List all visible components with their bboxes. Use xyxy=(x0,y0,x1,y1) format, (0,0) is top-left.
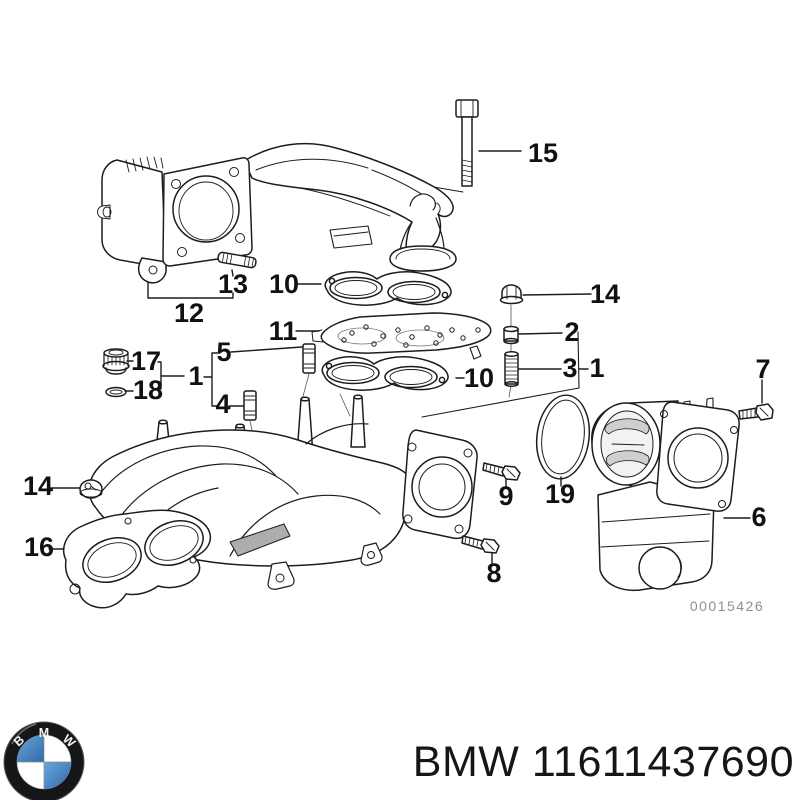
callout-7: 7 xyxy=(755,354,770,384)
oring-19-drawing xyxy=(535,394,591,480)
brand-part-number: BMW 11611437690 xyxy=(412,738,794,786)
callout-4: 4 xyxy=(215,389,230,419)
callout-2: 2 xyxy=(564,317,579,347)
stud-4-drawing xyxy=(243,390,257,421)
stud-13-drawing xyxy=(217,251,257,269)
callout-14-top: 14 xyxy=(590,279,620,309)
callout-10-lower: 10 xyxy=(464,363,494,393)
bmw-logo: B M W xyxy=(0,720,90,803)
callout-11: 11 xyxy=(269,316,298,346)
callout-1-right: 1 xyxy=(589,353,604,383)
callout-17: 17 xyxy=(131,346,161,376)
gasket-10-upper-drawing xyxy=(324,271,452,306)
stud-5-drawing xyxy=(302,343,316,374)
carrier-plate-11-drawing xyxy=(311,312,492,360)
callout-13: 13 xyxy=(218,269,248,299)
callout-9: 9 xyxy=(498,481,513,511)
parts-diagram-canvas: 15 13 12 10 11 17 18 1 5 4 14 2 3 1 10 7… xyxy=(23,99,774,614)
drawing-number: 00015426 xyxy=(690,598,764,614)
bolt-8-drawing xyxy=(461,535,500,554)
callout-15: 15 xyxy=(528,138,558,168)
callout-8: 8 xyxy=(486,558,501,588)
callout-3: 3 xyxy=(562,353,577,383)
oring-18-drawing xyxy=(105,386,127,398)
bolt-9-drawing xyxy=(482,462,521,481)
callout-19: 19 xyxy=(545,479,575,509)
callout-18: 18 xyxy=(133,375,163,405)
callout-10-upper: 10 xyxy=(269,269,299,299)
callout-16: 16 xyxy=(24,532,54,562)
footer: B M W BMW 11611437690 xyxy=(0,718,800,803)
bolt-7-drawing xyxy=(738,403,774,421)
roundel-cross-lines xyxy=(17,735,71,789)
bushing-2-drawing xyxy=(503,325,519,345)
callout-1-left: 1 xyxy=(188,361,203,391)
roundel-quadrant-top-left xyxy=(17,735,44,762)
callout-6: 6 xyxy=(751,502,766,532)
callout-labels: 15 13 12 10 11 17 18 1 5 4 14 2 3 1 10 7… xyxy=(23,138,771,588)
roundel-highlight xyxy=(11,723,37,745)
cap-nut-14-left-drawing xyxy=(79,479,103,499)
bmw-roundel: B M W xyxy=(3,721,85,803)
bolt-15-drawing xyxy=(455,99,479,187)
roundel-quadrant-bottom-right xyxy=(44,762,71,789)
gasket-10-lower-drawing xyxy=(321,356,449,391)
logo-letter-m: M xyxy=(39,726,49,740)
callout-14-left: 14 xyxy=(23,471,53,501)
sleeve-3-drawing xyxy=(504,351,519,387)
callout-5: 5 xyxy=(216,337,231,367)
callout-12: 12 xyxy=(174,298,204,328)
cap-nut-14-top-drawing xyxy=(499,284,524,305)
cap-17-drawing xyxy=(102,348,130,375)
upper-manifold-drawing xyxy=(97,142,457,284)
throttle-body-6-drawing xyxy=(591,397,740,592)
leader-lines xyxy=(48,150,763,564)
gasket-16-drawing xyxy=(62,509,212,609)
